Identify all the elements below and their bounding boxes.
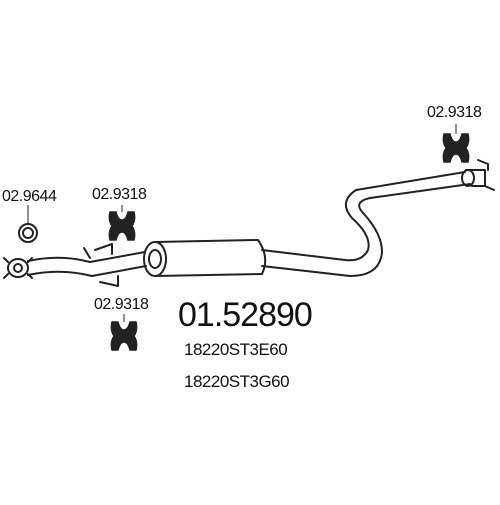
oem-number-2: 18220ST3G60 [184,372,290,391]
hanger-top-right-icon [442,133,470,163]
tail-pipe [461,159,495,191]
callout-gasket: 02.9644 [2,188,57,205]
callout-hanger-left-lower: 02.9318 [94,296,149,313]
rear-pipe [261,171,471,277]
gasket-ring [18,223,38,243]
callout-hanger-top-right: 02.9318 [427,104,482,121]
front-hanger-brackets [83,243,119,287]
oem-number-1: 18220ST3E60 [184,340,288,359]
hanger-left-lower-icon [110,321,138,351]
callout-hanger-left-upper: 02.9318 [92,186,147,203]
hanger-left-upper-icon [108,211,136,241]
front-pipe [27,251,147,277]
silencer [143,239,267,277]
part-number: 01.52890 [178,296,313,334]
